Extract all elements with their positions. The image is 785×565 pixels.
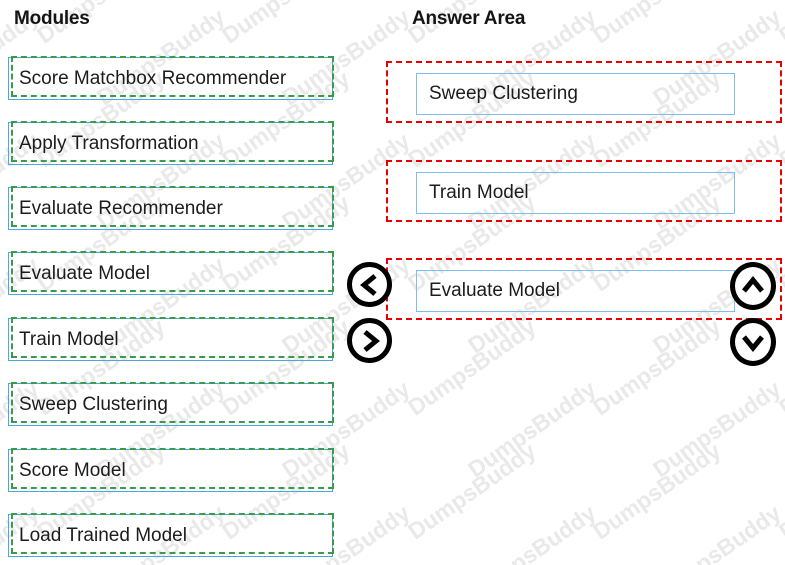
module-item[interactable]: Load Trained Model — [8, 513, 334, 557]
move-right-button[interactable] — [347, 318, 392, 363]
answer-item[interactable]: Sweep Clustering — [416, 73, 735, 115]
answer-area-heading: Answer Area — [412, 8, 526, 29]
module-item-label: Score Model — [19, 459, 126, 481]
module-item-label: Score Matchbox Recommender — [19, 67, 287, 89]
module-item[interactable]: Train Model — [8, 317, 334, 361]
module-item-label: Evaluate Model — [19, 262, 150, 284]
module-item[interactable]: Sweep Clustering — [8, 382, 334, 426]
move-left-button[interactable] — [347, 262, 392, 307]
answer-item-label: Evaluate Model — [429, 280, 560, 301]
module-item-label: Sweep Clustering — [19, 393, 168, 415]
module-item[interactable]: Apply Transformation — [8, 121, 334, 165]
module-item[interactable]: Score Matchbox Recommender — [8, 56, 334, 100]
module-item-label: Apply Transformation — [19, 132, 199, 154]
answer-slot[interactable]: Evaluate Model — [386, 258, 782, 320]
modules-heading: Modules — [14, 8, 90, 29]
module-item-label: Train Model — [19, 328, 119, 350]
chevron-down-icon — [741, 331, 765, 353]
answer-slot[interactable]: Sweep Clustering — [386, 61, 782, 123]
answer-item-label: Train Model — [429, 182, 529, 203]
move-up-button[interactable] — [730, 262, 776, 310]
module-item[interactable]: Evaluate Recommender — [8, 186, 334, 230]
chevron-up-icon — [741, 275, 765, 297]
chevron-right-icon — [359, 329, 381, 353]
answer-item[interactable]: Train Model — [416, 172, 735, 214]
module-item[interactable]: Evaluate Model — [8, 251, 334, 295]
module-item-label: Evaluate Recommender — [19, 197, 223, 219]
module-item-label: Load Trained Model — [19, 524, 187, 546]
move-down-button[interactable] — [730, 318, 776, 366]
chevron-left-icon — [359, 273, 381, 297]
answer-item-label: Sweep Clustering — [429, 83, 578, 104]
answer-item[interactable]: Evaluate Model — [416, 270, 735, 312]
answer-slot[interactable]: Train Model — [386, 160, 782, 222]
module-item[interactable]: Score Model — [8, 448, 334, 492]
